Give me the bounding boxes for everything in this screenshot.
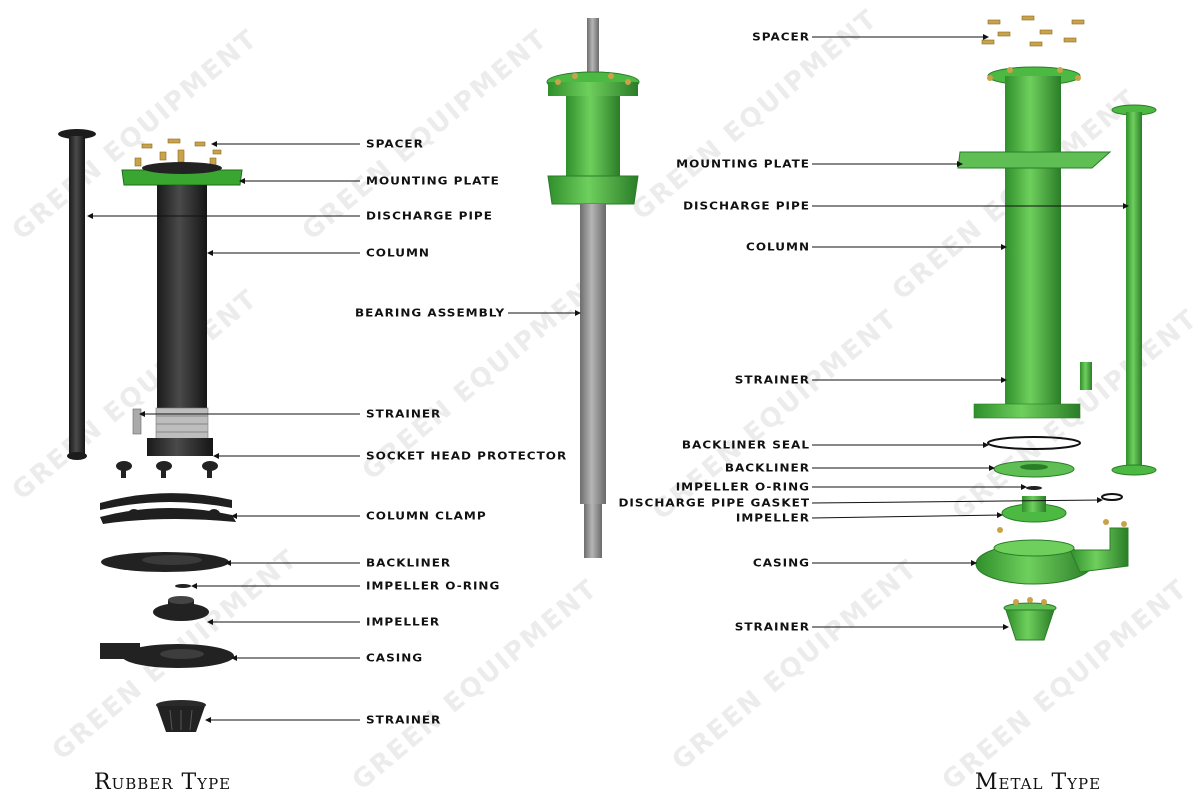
- metal-column: [973, 66, 1092, 419]
- rubber-leader-lines: [87, 141, 360, 723]
- rubber-backliner: [101, 552, 229, 572]
- rubber-column-clamp: [100, 493, 236, 524]
- label-rubber-strainer: STRAINER: [366, 407, 442, 421]
- label-metal-backliner: BACKLINER: [724, 461, 810, 475]
- rubber-impeller: [153, 596, 209, 621]
- rubber-strainer-bottom: [156, 700, 206, 732]
- rubber-column: [132, 185, 213, 456]
- rubber-discharge-pipe: [58, 129, 96, 460]
- label-metal-strainer-bottom: STRAINER: [734, 620, 810, 634]
- label-rubber-casing: CASING: [366, 651, 424, 665]
- label-bearing-assembly: BEARING ASSEMBLY: [355, 306, 506, 320]
- label-metal-column: COLUMN: [746, 240, 810, 254]
- caption-metal-type: Metal Type: [975, 770, 1102, 795]
- rubber-casing: [100, 643, 234, 668]
- label-rubber-discharge-pipe: DISCHARGE PIPE: [366, 209, 493, 223]
- metal-mounting-plate: [957, 151, 1112, 169]
- metal-backliner: [993, 460, 1075, 478]
- label-rubber-backliner: BACKLINER: [366, 556, 452, 570]
- label-metal-impeller-o-ring: IMPELLER O-RING: [675, 480, 810, 494]
- metal-discharge-pipe: [1111, 104, 1157, 476]
- rubber-mounting-plate: [121, 162, 243, 186]
- label-rubber-column-clamp: COLUMN CLAMP: [366, 509, 487, 523]
- rubber-socket-head-protectors: [116, 461, 218, 478]
- label-rubber-strainer-bottom: STRAINER: [366, 713, 442, 727]
- label-metal-discharge-pipe: DISCHARGE PIPE: [683, 199, 810, 213]
- label-metal-spacer: SPACER: [752, 30, 810, 44]
- metal-spacers: [981, 15, 1085, 47]
- rubber-impeller-o-ring: [175, 584, 191, 588]
- metal-discharge-pipe-gasket: [1101, 493, 1123, 501]
- bearing-assembly: [546, 18, 640, 558]
- label-metal-impeller: IMPELLER: [735, 511, 810, 525]
- label-metal-strainer: STRAINER: [734, 373, 810, 387]
- metal-leader-lines: [811, 34, 1129, 630]
- metal-impeller: [1001, 496, 1067, 523]
- label-rubber-socket-head-protector: SOCKET HEAD PROTECTOR: [366, 449, 568, 463]
- label-metal-casing: CASING: [752, 556, 810, 570]
- caption-rubber-type: Rubber Type: [94, 770, 232, 795]
- metal-strainer-bottom: [1003, 597, 1057, 641]
- label-rubber-impeller: IMPELLER: [366, 615, 441, 629]
- label-rubber-impeller-o-ring: IMPELLER O-RING: [366, 579, 501, 593]
- metal-impeller-o-ring: [1026, 486, 1042, 490]
- label-rubber-column: COLUMN: [366, 246, 430, 260]
- metal-backliner-seal: [987, 436, 1081, 450]
- rubber-spacers: [134, 138, 222, 167]
- label-rubber-mounting-plate: MOUNTING PLATE: [366, 174, 500, 188]
- metal-casing: [975, 519, 1129, 585]
- label-metal-discharge-pipe-gasket: DISCHARGE PIPE GASKET: [618, 496, 810, 510]
- label-metal-backliner-seal: BACKLINER SEAL: [681, 438, 810, 452]
- label-metal-mounting-plate: MOUNTING PLATE: [676, 157, 810, 171]
- label-rubber-spacer: SPACER: [366, 137, 424, 151]
